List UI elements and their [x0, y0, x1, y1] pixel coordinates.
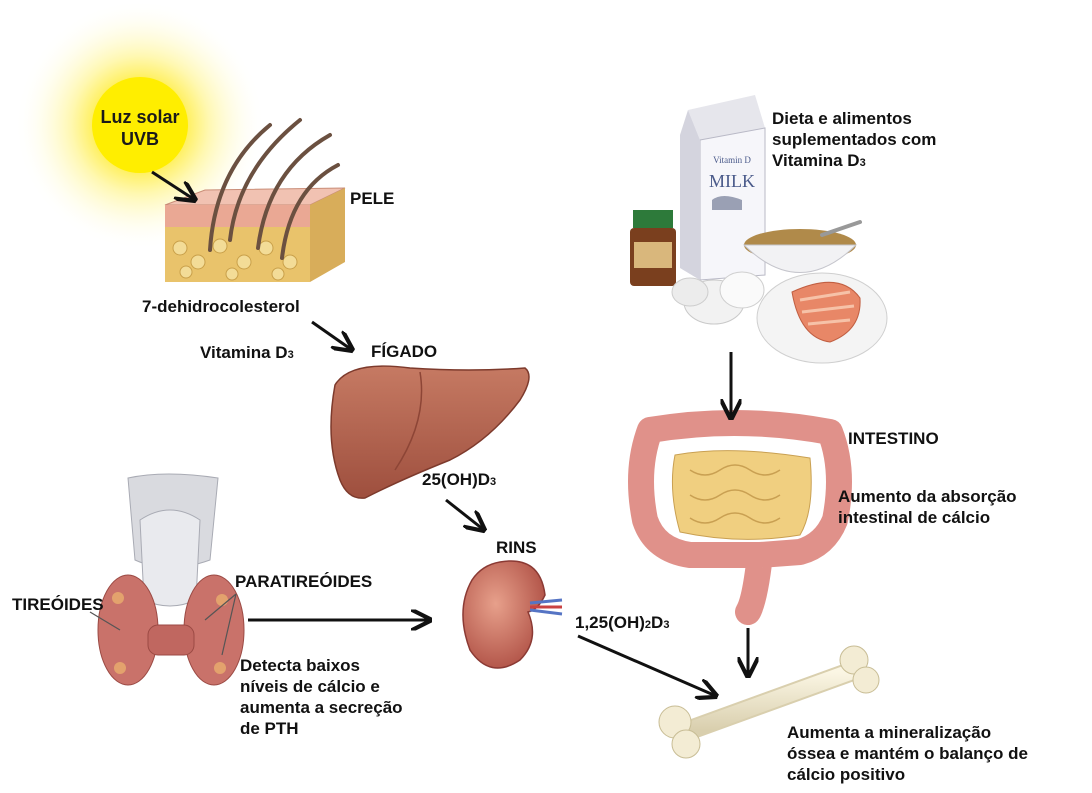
salmon-plate-icon — [757, 273, 887, 363]
liver-product-main: 25(OH)D — [422, 470, 490, 489]
intestine-description: Aumento da absorção intestinal de cálcio — [838, 486, 1078, 528]
vitamin-d3-label: Vitamina D3 — [200, 342, 294, 366]
diet-line2: suplementados com — [772, 129, 1002, 150]
supplement-bottle-icon — [630, 210, 676, 286]
diet-label: Dieta e alimentos suplementados com Vita… — [772, 108, 1002, 174]
intestine-illustration — [641, 423, 839, 612]
sun-label-line1: Luz solar — [92, 106, 188, 128]
diet-line3: Vitamina D3 — [772, 150, 1002, 174]
kidney-product-a: 1,25(OH) — [575, 613, 645, 632]
carton-milk-text: MILK — [709, 171, 755, 191]
bone-description: Aumenta a mineralização óssea e mantém o… — [787, 722, 1087, 785]
arrow-skin-to-liver — [312, 322, 352, 350]
diet-line3-main: Vitamina D — [772, 151, 860, 170]
eggs-icon — [672, 272, 764, 324]
diet-line1: Dieta e alimentos — [772, 108, 1002, 129]
paratireoides-label: PARATIREÓIDES — [235, 571, 372, 592]
pth-line2: níveis de cálcio e — [240, 676, 460, 697]
pth-description: Detecta baixos níveis de cálcio e aument… — [240, 655, 460, 739]
tireoides-label: TIREÓIDES — [12, 594, 104, 615]
vitamin-d3-main: Vitamina D — [200, 343, 288, 362]
carton-vitamin-text: Vitamin D — [713, 155, 751, 165]
kidney-illustration — [463, 561, 562, 668]
sun-label: Luz solar UVB — [92, 106, 188, 150]
diet-line3-sub: 3 — [860, 157, 866, 169]
liver-product-sub: 3 — [490, 476, 496, 488]
liver-label: FÍGADO — [371, 341, 437, 362]
arrow-liver-to-kidney — [446, 500, 484, 530]
kidney-label: RINS — [496, 537, 537, 558]
pth-line4: de PTH — [240, 718, 460, 739]
kidney-product-d: 3 — [663, 619, 669, 631]
intestine-line1: Aumento da absorção — [838, 486, 1078, 507]
pth-line1: Detecta baixos — [240, 655, 460, 676]
bone-line3: cálcio positivo — [787, 764, 1087, 785]
intestine-line2: intestinal de cálcio — [838, 507, 1078, 528]
pth-line3: aumenta a secreção — [240, 697, 460, 718]
kidney-product-label: 1,25(OH)2D3 — [575, 612, 669, 636]
bone-line2: óssea e mantém o balanço de — [787, 743, 1087, 764]
skin-label: PELE — [350, 188, 394, 209]
intestine-label: INTESTINO — [848, 428, 939, 449]
bone-line1: Aumenta a mineralização — [787, 722, 1087, 743]
arrow-kidney-to-bone — [578, 636, 716, 696]
vitamin-d3-sub: 3 — [288, 349, 294, 361]
liver-product-label: 25(OH)D3 — [422, 469, 496, 493]
precursor-label: 7-dehidrocolesterol — [142, 296, 300, 317]
kidney-product-c: D — [651, 613, 663, 632]
sun-label-line2: UVB — [92, 128, 188, 150]
